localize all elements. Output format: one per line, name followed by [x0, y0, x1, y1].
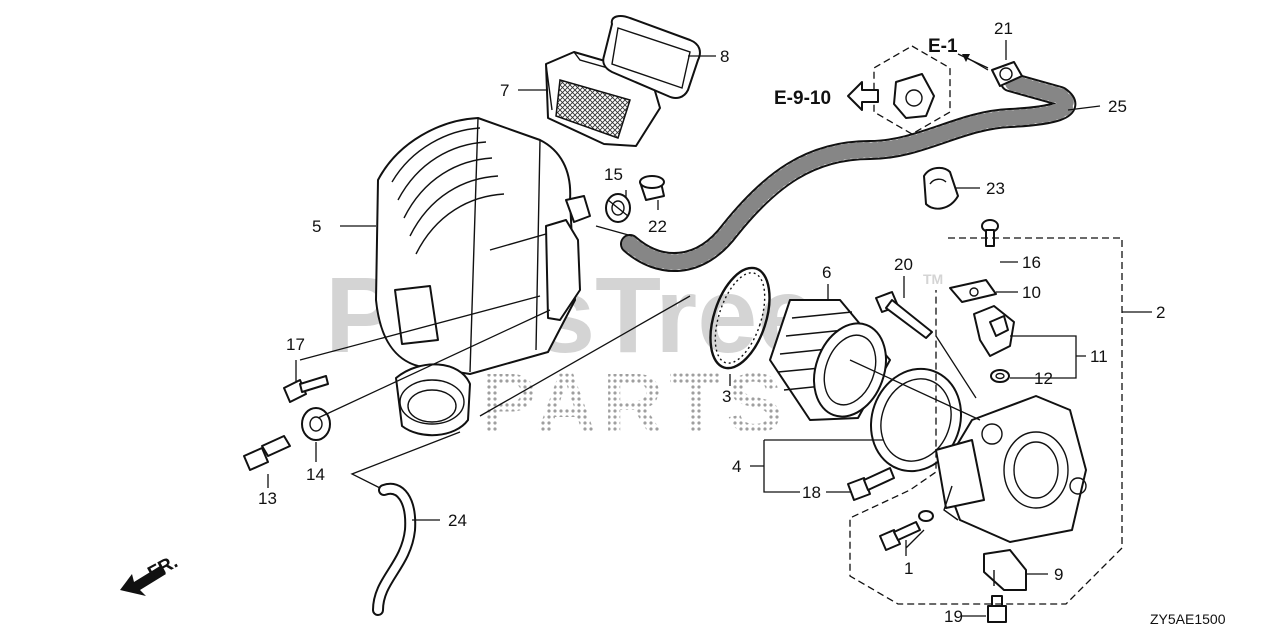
callout-3: 3 — [722, 387, 731, 406]
callout-13: 13 — [258, 489, 277, 508]
callout-16: 16 — [1022, 253, 1041, 272]
callout-23: 23 — [986, 179, 1005, 198]
callout-1: 1 — [904, 559, 913, 578]
callout-20: 20 — [894, 255, 913, 274]
callout-4: 4 — [732, 457, 741, 476]
bolt-18 — [847, 467, 895, 501]
bolt-17 — [283, 375, 329, 403]
band-ring-4 — [869, 367, 963, 473]
filter-gasket — [602, 15, 701, 99]
reference-hex-clip — [873, 45, 951, 135]
bolt-20 — [875, 291, 933, 339]
callout-8: 8 — [720, 47, 729, 66]
throttle-group-outline — [849, 237, 1123, 605]
callout-17: 17 — [286, 335, 305, 354]
bolt-19 — [987, 595, 1007, 623]
screw-16 — [981, 219, 999, 247]
clamp-band-3 — [709, 266, 771, 370]
reference-arrow-icon — [847, 81, 879, 111]
callout-numbers: 1 2 3 4 5 6 7 8 9 10 11 12 13 14 15 16 1… — [258, 19, 1165, 626]
callout-10: 10 — [1022, 283, 1041, 302]
diagram-code: ZY5AE1500 — [1150, 611, 1226, 627]
callout-6: 6 — [822, 263, 831, 282]
intake-tube-6 — [769, 299, 891, 421]
bolt-13 — [243, 435, 291, 471]
cap-22 — [639, 175, 665, 201]
callout-2: 2 — [1156, 303, 1165, 322]
watermark-tm: TM — [923, 271, 943, 287]
callout-21: 21 — [994, 19, 1013, 38]
grommet-15 — [605, 193, 631, 223]
hose-clamp-21 — [991, 61, 1023, 87]
front-direction-arrow: FR. — [120, 552, 181, 596]
callout-24: 24 — [448, 511, 467, 530]
reference-e910: E-9-10 — [774, 88, 831, 109]
callout-12: 12 — [1034, 369, 1053, 388]
callout-18: 18 — [802, 483, 821, 502]
breather-hose-25 — [620, 72, 1077, 272]
hose-clip-23 — [923, 166, 959, 210]
callout-11: 11 — [1090, 347, 1108, 366]
air-cleaner-housing — [375, 117, 591, 437]
callout-5: 5 — [312, 217, 321, 236]
sensor-11 — [973, 305, 1015, 357]
callout-7: 7 — [500, 81, 509, 100]
o-ring-12 — [990, 369, 1010, 383]
callout-22: 22 — [648, 217, 667, 236]
arrow-head-icon — [962, 54, 970, 62]
drain-tube-24 — [372, 482, 417, 616]
grommet-14 — [301, 407, 331, 441]
callout-25: 25 — [1108, 97, 1127, 116]
front-arrow-icon — [120, 566, 166, 596]
callout-9: 9 — [1054, 565, 1063, 584]
leader-lines — [267, 40, 1152, 617]
throttle-body-2 — [935, 395, 1087, 543]
bracket-9 — [983, 549, 1027, 591]
reference-e1: E-1 — [928, 36, 958, 57]
screw-1 — [879, 510, 934, 551]
gasket-10 — [949, 279, 997, 303]
callout-14: 14 — [306, 465, 325, 484]
callout-19: 19 — [944, 607, 963, 626]
callout-15: 15 — [604, 165, 623, 184]
watermark-line2: PARTS — [480, 356, 788, 450]
